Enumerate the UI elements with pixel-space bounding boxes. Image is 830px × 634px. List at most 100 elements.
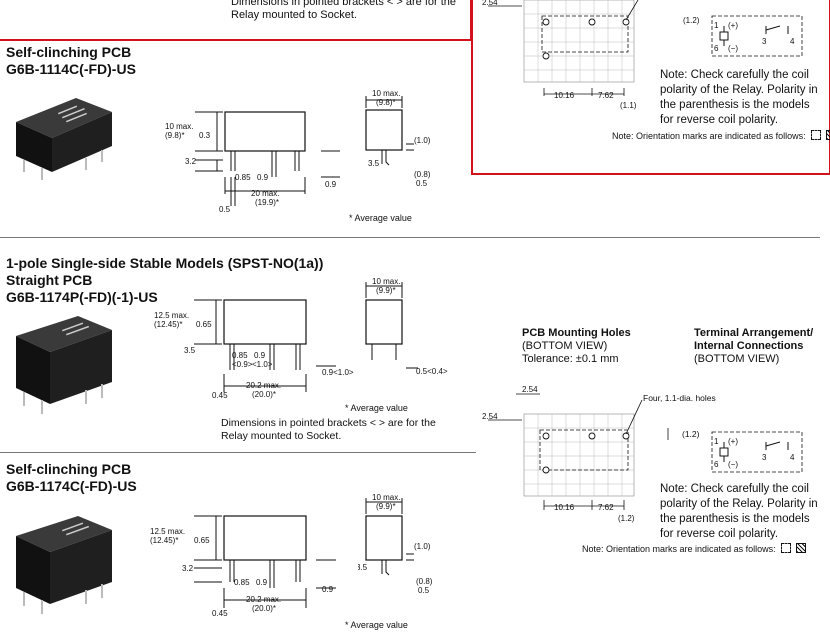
pcb-mid-holes: Four, 1.1-dia. holes [643, 393, 716, 403]
st-socket-note: Dimensions in pointed brackets < > are f… [221, 417, 436, 442]
sc1-side-d: 0.5 [416, 179, 428, 188]
st-dim-d: 0.9 [254, 351, 266, 360]
sc1-dim-e-avg: (19.9)* [255, 198, 279, 207]
st-dim-g: 0.9<1.0> [322, 368, 354, 377]
sc2-height-avg: (12.45)* [150, 536, 178, 545]
pcb-mid-pitch-x: 2.54 [522, 385, 538, 394]
sc1-dim-b: 3.2 [185, 157, 197, 166]
pcb-heading: PCB Mounting Holes [522, 327, 631, 339]
sc1-side-b: 3.5 [368, 159, 380, 168]
sc1-dim-a: 0.3 [199, 131, 211, 140]
st-dim-d2: <1.0> [252, 360, 273, 369]
relay-photo-straight [16, 316, 112, 414]
term-heading-block: Terminal Arrangement/ Internal Connectio… [694, 327, 813, 366]
pcb-top-11: (1.1) [620, 101, 637, 110]
top-socket-note: Dimensions in pointed brackets < > are f… [231, 0, 457, 21]
sc1-height: 10 max. [165, 122, 193, 131]
term-top-plus: (+) [728, 21, 738, 30]
sc2-side-b: 3.5 [358, 563, 368, 572]
term-heading: Terminal Arrangement/ [694, 327, 814, 339]
st-dim-c: 0.85 [232, 351, 248, 360]
sc2-dim-d: 0.9 [256, 578, 268, 587]
sc2-side-a: (1.0) [414, 542, 431, 551]
term-top-p6: 6 [714, 44, 719, 53]
sc1-dim-e: 20 max. [251, 189, 279, 198]
sc1-dim-f: 0.5 [219, 205, 231, 214]
highlight-frame [0, 0, 472, 41]
front-view-sc1: 10 max. (9.8)* 0.3 3.2 0.85 0.9 20 max. … [165, 111, 340, 214]
sc2-dim-c: 0.85 [234, 578, 250, 587]
sc2-dim-b: 3.2 [182, 564, 194, 573]
st-dim-e-avg: (20.0)* [252, 390, 276, 399]
term-mid-p1: 1 [714, 437, 719, 446]
st-dim-a: 0.65 [196, 320, 212, 329]
front-view-straight: 12.5 max. (12.45)* 0.65 3.5 0.85 0.9 <0.… [154, 299, 354, 400]
orient-note-top: Note: Orientation marks are indicated as… [612, 130, 830, 143]
pcb-grid-top: 2.54 10.16 7.62 (1.1) [482, 0, 639, 110]
coil-note-mid: Note: Check carefully the coil polarity … [660, 483, 818, 540]
sc2-title: Self-clinching PCB G6B-1174C(-FD)-US [6, 461, 137, 494]
term-mid-p6: 6 [714, 460, 719, 469]
term-top-p3: 3 [762, 37, 767, 46]
st-side-t: 0.5<0.4> [416, 367, 448, 376]
sc2-avg-note: * Average value [345, 620, 408, 630]
relay-photo-sc1 [16, 98, 112, 180]
sc1-dim-c: 0.85 [235, 173, 251, 182]
term-mid-plus: (+) [728, 437, 738, 446]
sc2-dim-g: 0.9 [322, 585, 334, 594]
st-dim-b: 3.5 [184, 346, 196, 355]
sc1-title: Self-clinching PCB G6B-1114C(-FD)-US [6, 44, 136, 77]
sc1-side-w: 10 max. [372, 89, 400, 98]
front-view-sc2: 12.5 max. (12.45)* 0.65 3.2 0.85 0.9 20.… [150, 515, 336, 618]
orient-note-mid: Note: Orientation marks are indicated as… [582, 543, 806, 556]
relay-photo-sc2 [16, 516, 112, 614]
st-dim-c2: <0.9> [232, 360, 253, 369]
term-heading2: Internal Connections [694, 340, 804, 352]
sc2-side-d: 0.5 [418, 586, 430, 595]
terminal-diagram-top: 1 (+) 6 (−) 3 4 [711, 15, 803, 57]
pcb-mid-12: (1.2) [682, 429, 700, 439]
pcb-top-pitch: 2.54 [482, 0, 498, 7]
sc2-dim-e: 20.2 max. [246, 595, 281, 604]
term-view: (BOTTOM VIEW) [694, 353, 780, 365]
pcb-top-1016: 10.16 [554, 91, 575, 100]
pcb-heading-block: PCB Mounting Holes (BOTTOM VIEW) Toleran… [522, 327, 631, 366]
term-top-minus: (−) [728, 44, 738, 53]
pcb-grid-mid: 2.54 2.54 10.16 7.62 (1.2) [482, 385, 669, 523]
sc2-side-c: (0.8) [416, 577, 433, 586]
term-top-p1: 1 [714, 21, 719, 30]
pcb-top-12: (1.2) [683, 16, 700, 25]
pcb-mid-pitch-y: 2.54 [482, 412, 498, 421]
sc2-dim-f: 0.45 [212, 609, 228, 618]
section-divider-2 [0, 452, 476, 453]
orient-mark-icon [811, 130, 822, 140]
sc2-side-w: 10 max. [372, 493, 400, 502]
st-height-avg: (12.45)* [154, 320, 182, 329]
st-side-w-avg: (9.9)* [376, 286, 396, 295]
sc1-dim-d: 0.9 [257, 173, 269, 182]
sc1-side-a: (1.0) [414, 136, 431, 145]
straight-title: 1-pole Single-side Stable Models (SPST-N… [6, 255, 324, 305]
sc1-avg-note: * Average value [349, 213, 412, 223]
section-divider [0, 237, 820, 238]
side-view-sc2: 10 max. (9.9)* (1.0) 3.5 (0.8) 0.5 [358, 493, 433, 595]
sc2-side-w-avg: (9.9)* [376, 502, 396, 511]
pcb-mid-762: 7.62 [598, 503, 614, 512]
sc2-dim-a: 0.65 [194, 536, 210, 545]
pcb-mid-12b: (1.2) [618, 514, 635, 523]
sc1-side-c: (0.8) [414, 170, 431, 179]
orient-hatch-icon [795, 543, 806, 553]
st-dim-e: 20.2 max. [246, 381, 281, 390]
pcb-mid-1016: 10.16 [554, 503, 575, 512]
sc2-height: 12.5 max. [150, 527, 185, 536]
side-view-straight: 10 max. (9.9)* 0.5<0.4> [365, 277, 448, 376]
sc1-side-w-avg: (9.8)* [376, 98, 396, 107]
sc1-height-avg: (9.8)* [165, 131, 185, 140]
term-mid-p3: 3 [762, 453, 767, 462]
orient-mark-icon [781, 543, 792, 553]
coil-note-top: Note: Check carefully the coil polarity … [660, 69, 818, 126]
orient-hatch-icon [825, 130, 830, 140]
st-height: 12.5 max. [154, 311, 189, 320]
terminal-diagram-mid: 1 (+) 6 (−) 3 4 [711, 431, 803, 473]
pcb-top-762: 7.62 [598, 91, 614, 100]
